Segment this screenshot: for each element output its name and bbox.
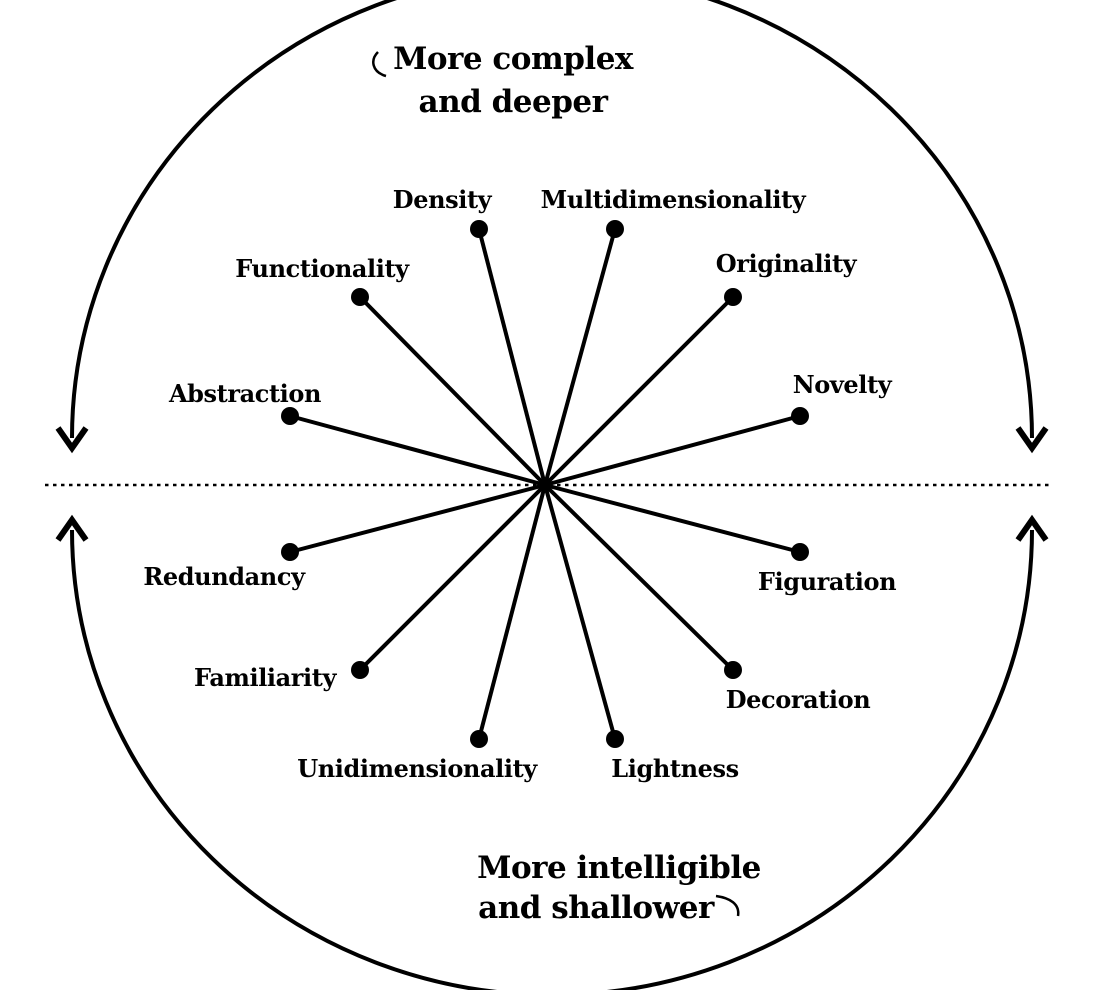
- arrow-up-right-icon: [1015, 514, 1049, 542]
- label-decoration: Decoration: [726, 685, 871, 714]
- spoke-line-functionality: [358, 295, 547, 487]
- spoke-line-lightness: [543, 484, 617, 740]
- spoke-dot-originality: [724, 288, 742, 306]
- arrow-down-left-icon: [55, 426, 89, 454]
- bottom-caption-hook: [715, 894, 740, 917]
- spoke-line-abstraction: [289, 414, 546, 487]
- spoke-lines: [289, 228, 801, 740]
- spoke-line-decoration: [543, 483, 735, 672]
- label-redundancy: Redundancy: [143, 562, 306, 591]
- label-familiarity: Familiarity: [194, 663, 337, 692]
- top-caption-hook: [372, 51, 387, 78]
- lower-arc: [70, 529, 1034, 990]
- arrow-up-left-icon: [55, 514, 89, 542]
- spoke-dot-unidimensionality: [470, 730, 488, 748]
- spoke-dots: [281, 220, 809, 748]
- spoke-line-figuration: [544, 483, 801, 554]
- spoke-line-density: [477, 228, 547, 486]
- spoke-line-redundancy: [289, 483, 546, 554]
- label-lightness: Lightness: [611, 754, 738, 783]
- spoke-line-familiarity: [358, 483, 547, 672]
- bottom-caption-line2: and shallower: [478, 890, 715, 926]
- label-functionality: Functionality: [235, 254, 410, 283]
- upper-arc: [70, 0, 1034, 439]
- spoke-line-originality: [543, 295, 735, 487]
- spoke-dot-density: [470, 220, 488, 238]
- spoke-dot-multidimensionality: [606, 220, 624, 238]
- spoke-dot-lightness: [606, 730, 624, 748]
- spoke-dot-figuration: [791, 543, 809, 561]
- bottom-caption-line1: More intelligible: [477, 850, 761, 886]
- label-figuration: Figuration: [758, 567, 896, 596]
- arrow-down-right-icon: [1015, 426, 1049, 454]
- spoke-line-novelty: [544, 414, 801, 487]
- label-multidimensionality: Multidimensionality: [541, 185, 807, 214]
- hub-dot: [539, 479, 551, 491]
- spoke-dot-decoration: [724, 661, 742, 679]
- spoke-dot-redundancy: [281, 543, 299, 561]
- label-density: Density: [393, 185, 493, 214]
- spoke-dot-novelty: [791, 407, 809, 425]
- spoke-dot-familiarity: [351, 661, 369, 679]
- spoke-line-multidimensionality: [543, 228, 617, 486]
- label-originality: Originality: [716, 249, 858, 278]
- label-novelty: Novelty: [793, 370, 893, 399]
- top-caption-line2: and deeper: [419, 84, 609, 120]
- spoke-dot-abstraction: [281, 407, 299, 425]
- spoke-line-unidimensionality: [477, 484, 547, 740]
- label-unidimensionality: Unidimensionality: [297, 754, 538, 783]
- label-abstraction: Abstraction: [168, 379, 321, 408]
- top-caption-line1: More complex: [393, 41, 634, 77]
- spoke-dot-functionality: [351, 288, 369, 306]
